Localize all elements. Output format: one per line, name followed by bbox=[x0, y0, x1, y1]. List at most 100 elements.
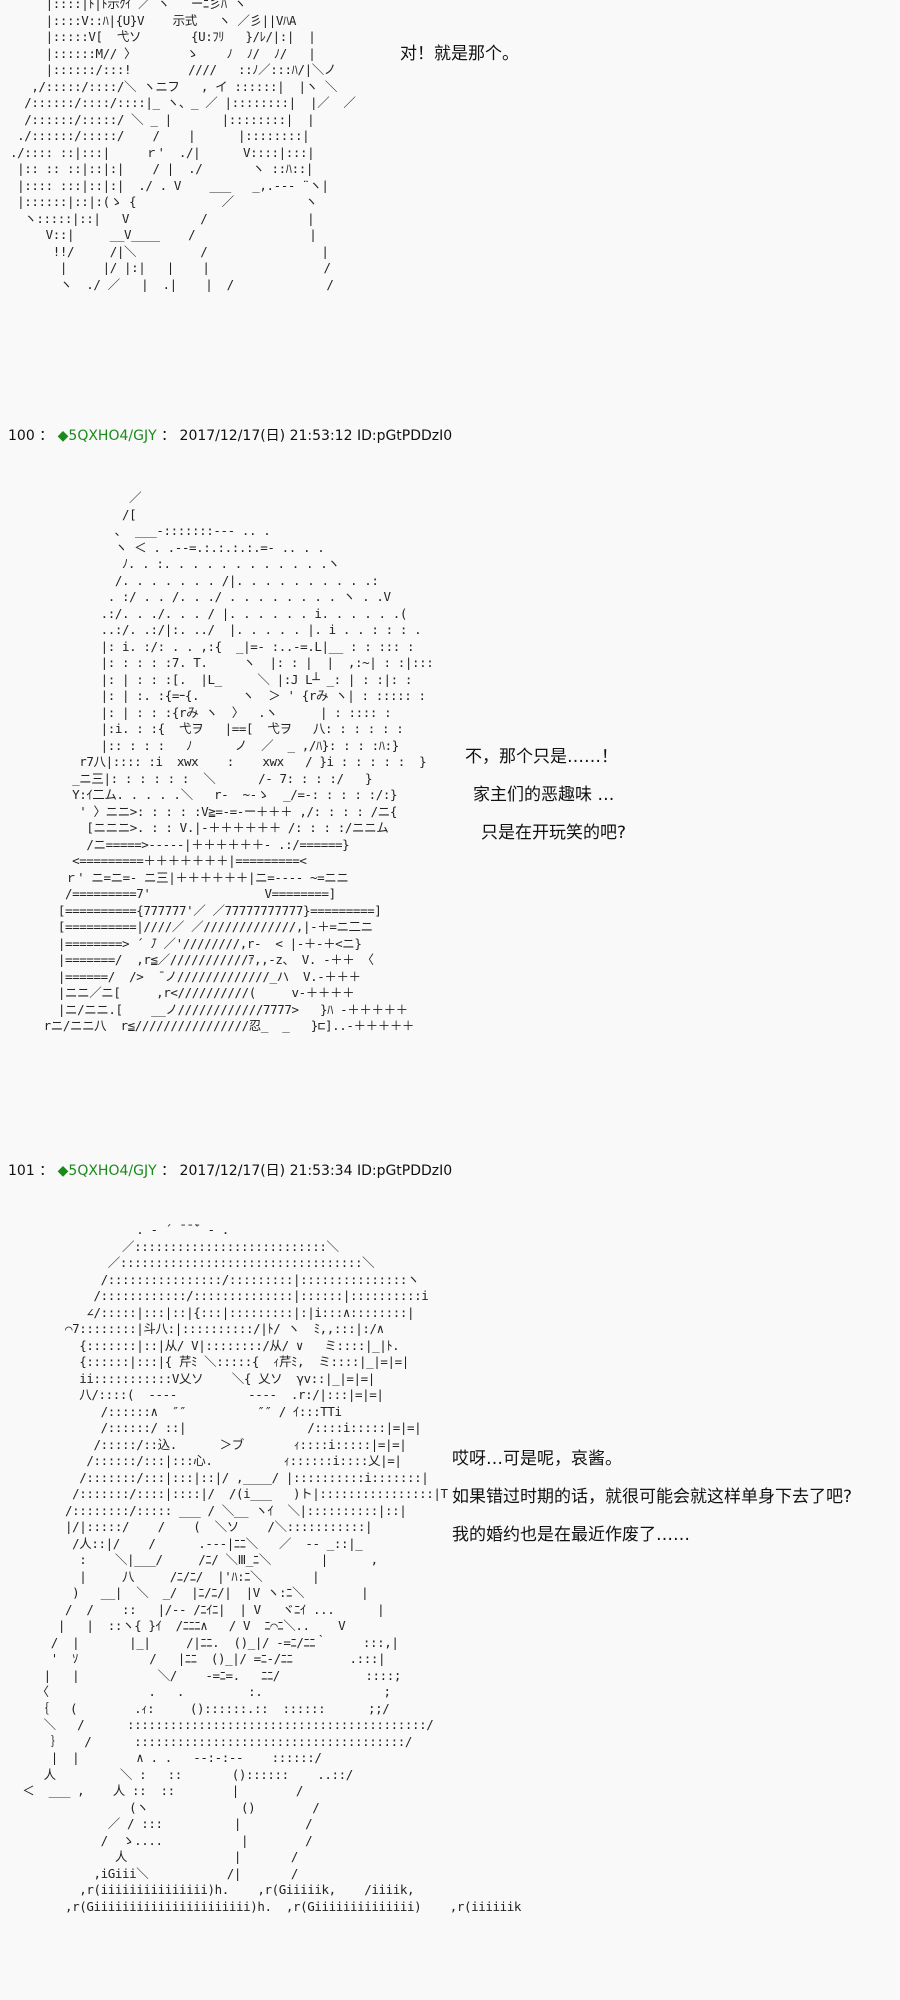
ascii-art-line: |========> ´ ̄ﾉ ／'////////,r‐ < |‐＋‐＋<ニ} bbox=[8, 935, 362, 951]
ascii-art-line: _ニ三|: : : : : : ＼ /‐ 7: : : :/ } bbox=[8, 770, 373, 786]
ascii-art-line: Y:ｲ二ム. . . . .＼ r‐ ~-ゝ _/=‐: : : : :/:} bbox=[8, 787, 398, 802]
ascii-art-line: ｝ / ::::::::::::::::::::::::::::::::::::… bbox=[8, 1733, 413, 1749]
post-header: 101 ： ◆5QXHO4/GJY ： 2017/12/17(日) 21:53:… bbox=[8, 1160, 452, 1180]
ascii-art-line: . :/ . . /. . ./ . . . . . . . . ヽ . .V bbox=[8, 589, 391, 604]
ascii-art-line: |: | :. :{=ｰ{. ヽ ＞ ' {rみ ヽ| : ::::: : bbox=[8, 688, 426, 703]
ascii-art-line: |: i. :/: . . ,:{ _|=‐ :..‐=.L|__ : : ::… bbox=[8, 638, 415, 654]
ascii-art-line: /. . . . . . . /|. . . . . . . . . .: bbox=[8, 572, 379, 588]
ascii-art-line: V::| __V____ / | bbox=[10, 227, 317, 242]
ascii-art-line: ,r(Giiiiiiiiiiiiiiiiiiiiii)h. ,r(Giiiiii… bbox=[8, 1898, 522, 1914]
ascii-art-line: /::::::∧ ″″ ″″ / ｲ:::TTi bbox=[8, 1403, 342, 1419]
ascii-art-line: 人 | / bbox=[8, 1849, 299, 1864]
ascii-art-line: rニ/ニニ八 r≦////////////////忍_ _ }⊏]..‐＋＋＋＋… bbox=[8, 1018, 415, 1033]
ascii-art-line: |::::::M// 〉 ゝ ﾉ ﾉ/ ﾉ/ | bbox=[10, 45, 316, 61]
dialogue-line: 只是在开玩笑的吧? bbox=[481, 823, 627, 843]
post-id: ID:pGtPDDzI0 bbox=[356, 428, 453, 444]
ascii-art-line: |=======/ ,r≦／///////////ｱ,,‐z、 V. ‐＋＋ 〈 bbox=[8, 952, 374, 967]
ascii-art-line: ./::::::/:::::/ / | |::::::::| bbox=[10, 128, 310, 143]
ascii-art-line: /::::::::::::/::::::::::::::|::::::|::::… bbox=[8, 1288, 429, 1303]
ascii-art-line: ,iGiii＼ /| / bbox=[8, 1865, 299, 1881]
ascii-art-line: ヽ:::::|::| V / | bbox=[10, 210, 315, 226]
ascii-art-line: |:i. : :{ 弋ヲ |==[ 弋ヲ 八: : : : : : bbox=[8, 721, 404, 736]
ascii-art-line: ／ / ::: | / bbox=[8, 1816, 313, 1831]
ascii-art-line: /::::::/:::|:::心. ｨ::::::i::::乂|=| bbox=[8, 1453, 402, 1468]
separator: ： bbox=[161, 428, 176, 444]
ascii-art-line: /:::::::/:::|:::|::|/ ,____/ |::::::::::… bbox=[8, 1469, 429, 1485]
ascii-art-line: [==========|////／ ／/////////////,|‐＋=ニ二ニ bbox=[8, 919, 373, 934]
ascii-art-line: |/|:::::/ / ( ＼ソ /＼:::::::::::| bbox=[8, 1519, 373, 1534]
ascii-art-line: [=========={777777'／ ／77777777777}======… bbox=[8, 902, 382, 918]
ascii-art-line: /::::::/:::::/ ＼ _ | |::::::::| | bbox=[10, 111, 315, 127]
ascii-art-line: /::::::::::::::::/:::::::::|::::::::::::… bbox=[8, 1271, 420, 1287]
separator: ： bbox=[39, 428, 54, 444]
post-date: 2017/12/17(日) 21:53:12 bbox=[179, 428, 353, 444]
dialogue: 对！就是那个。 bbox=[400, 35, 519, 73]
ascii-art-line: |::::V::ﾊ|{U}V 示式 ヽ ／彡||VﾊA bbox=[10, 12, 297, 28]
post-header: 100 ： ◆5QXHO4/GJY ： 2017/12/17(日) 21:53:… bbox=[8, 425, 452, 445]
dialogue-line: 家主们的恶趣味 … bbox=[473, 785, 615, 805]
ascii-art-line: ／ bbox=[8, 490, 142, 505]
ascii-art-line: |======/ /> ̄ ノ/////////////_ハ V.‐＋＋＋ bbox=[8, 968, 361, 984]
ascii-art-line: | | ::ヽ{ }ｲ /ﾆﾆﾆ∧ / V ﾆ⌒ﾆ＼.. V bbox=[8, 1618, 346, 1633]
separator: ： bbox=[39, 1163, 54, 1179]
separator: ： bbox=[161, 1163, 176, 1179]
ascii-art-line: ..:/. .:/|:. ../ |. . . . . |. i . . : :… bbox=[8, 622, 422, 637]
ascii-art-line: /:::::::/::::|::::|/ /(i___ )ト|:::::::::… bbox=[8, 1486, 448, 1501]
ascii-art-line: | 八 /ﾆ/ﾆ/ |'ﾊ:ﾆ＼ | bbox=[8, 1568, 320, 1584]
dialogue-line: 我的婚约也是在最近作废了…… bbox=[452, 1525, 690, 1545]
ascii-art-line: (ヽ () / bbox=[8, 1799, 320, 1815]
ascii-art-line: ii:::::::::::V乂ソ ＼{ 乂ソ γv::|_|=|=| bbox=[8, 1370, 375, 1386]
dialogue-line: 哎呀…可是呢，哀酱。 bbox=[452, 1449, 622, 1469]
ascii-art-line: ⌒7::::::::|斗八:|::::::::::/|ﾄ/ ヽ ﾐ,,:::|:… bbox=[8, 1321, 384, 1336]
dialogue: 不，那个只是……！家主们的恶趣味 …只是在开玩笑的吧? bbox=[465, 738, 626, 852]
ascii-art-line: / ゝ.... | / bbox=[8, 1832, 313, 1848]
ascii-art-line: ' ｿ / |ﾆﾆ ()_|/ =ﾆ‐/ﾆﾆ .:::| bbox=[8, 1651, 386, 1666]
ascii-art-line: ) __| ＼ _/ |ﾆ/ﾆ/| |V ヽ:ﾆ＼ | bbox=[8, 1585, 369, 1600]
ascii-art-line: /人::|/ / .‐‐‐|ﾆﾆ＼ ／ ‐‐ _::|_ bbox=[8, 1535, 363, 1551]
poster-trip: ◆5QXHO4/GJY bbox=[57, 428, 157, 444]
ascii-art-line: . ‐ ´ ̄ ̄ ̄` ‐ . bbox=[8, 1222, 229, 1237]
ascii-art-line: ' 〉ニニ>: : : : :V≧=‐=‐ー＋＋＋ ,/: : : : /ニ{ bbox=[8, 803, 397, 819]
dialogue-line: 对！就是那个。 bbox=[400, 44, 519, 64]
poster-trip: ◆5QXHO4/GJY bbox=[57, 1163, 157, 1179]
ascii-art-line: !!/ /|＼ / | bbox=[10, 243, 329, 259]
ascii-art-line: ﾉ. . :. . . . . . . . . . . .ヽ bbox=[8, 556, 340, 571]
ascii-art-line: ｛ ( .ｨ: ()::::::.:: :::::: ;;/ bbox=[8, 1700, 390, 1716]
ascii-art-line: ／:::::::::::::::::::::::::::＼ bbox=[8, 1238, 339, 1254]
ascii-art-line: /ニ=====>‐‐‐‐‐|＋＋＋＋＋＋‐ .:/======} bbox=[8, 836, 350, 852]
ascii-art-line: {::::::|:::|{ 芹ﾐ ＼:::::{ ｨ芹ﾐ, ミ::::|_|=|… bbox=[8, 1354, 409, 1369]
post-number: 100 bbox=[8, 428, 35, 444]
ascii-art-line: : ＼|___/ /ﾆ/ ＼Ⅲ_ﾆ＼ | , bbox=[8, 1552, 378, 1567]
ascii-art-line: ｒ' ニ=ニ=‐ ニ三|＋＋＋＋＋＋|ニ=‐‐‐‐ ~=ニニ bbox=[8, 869, 349, 885]
ascii-art-line: |::::::|::|:(ゝ { ／ ヽ bbox=[10, 194, 318, 209]
ascii-art-line: | | ∧ . . ‐‐:‐:‐‐ ::::::/ bbox=[8, 1750, 329, 1765]
ascii-art-line: /::::::/ ::| /::::i:::::|=|=| bbox=[8, 1420, 422, 1435]
post-id: ID:pGtPDDzI0 bbox=[356, 1163, 453, 1179]
ascii-art-line: .:/. . ./. . . / |. . . . . . i. . . . .… bbox=[8, 605, 408, 621]
ascii-art-line: ＼ / ::::::::::::::::::::::::::::::::::::… bbox=[8, 1717, 434, 1732]
ascii-art-line: | | ＼/ ‐=ﾆ=. ﾆﾆ/ ::::; bbox=[8, 1667, 402, 1683]
ascii-art-line: |:::::V[ 弋ソ {U:ﾌﾘ }/ﾚ/|:| | bbox=[10, 29, 316, 44]
ascii-art-line: ,r(iiiiiiiiiiiiiii)h. ,r(Giiiiik, /iiiik… bbox=[8, 1882, 415, 1897]
ascii-art-line: | |/ |:| | | / bbox=[10, 260, 331, 275]
ascii-art: |::::|ﾄ|ﾄ示ｸｲ ／ ヽ ーﾆ彡ﾊ ヽ |::::V::ﾊ|{U}V 示… bbox=[10, 0, 356, 293]
ascii-art-line: |:: : : : ﾉ ノ ／ _ ,/ﾊ}: : : :ﾊ:} bbox=[8, 737, 400, 753]
ascii-art-line: ∠/:::::|:::|::|{:::|:::::::::|:|i:::∧:::… bbox=[8, 1304, 415, 1320]
ascii-art-line: ＜ ___ , 人 :: :: | / bbox=[8, 1783, 303, 1798]
ascii-art-line: |:: :: ::|::|:| / | ./ ヽ ::ﾊ::| bbox=[10, 161, 313, 176]
post-date: 2017/12/17(日) 21:53:34 bbox=[179, 1163, 353, 1179]
ascii-art-line: |: | : : :[. |L_ ＼ |:J L┴ _: | : :|: : bbox=[8, 671, 413, 687]
ascii-art-line: <=========＋＋＋＋＋＋＋|=========< bbox=[8, 853, 307, 868]
ascii-art-line: / | |_| /|ﾆﾆ. ()_|/ ‐=ﾆ/ﾆﾆ｀ :::,| bbox=[8, 1634, 399, 1650]
ascii-art-line: / / :: |/‐‐ /ﾆｲﾆ| | V ヾﾆｲ ... | bbox=[8, 1601, 385, 1617]
ascii-art-line: 人 ＼ : :: ():::::: ..::/ bbox=[8, 1766, 354, 1782]
ascii-art-line: 〈 . . :. ; bbox=[8, 1684, 392, 1699]
ascii-art-line: |ニニ／ニ[ ,r<//////////( v‐＋＋＋＋ bbox=[8, 985, 355, 1000]
ascii-art-line: ,/:::::/::::/＼ ヽニフ , イ ::::::| |ヽ ＼ bbox=[10, 78, 337, 94]
ascii-art-line: 八/::::( ‐‐‐‐ ‐‐‐‐ .r:/|:::|=|=| bbox=[8, 1387, 384, 1402]
ascii-art-line: {:::::::|::|从/ V|::::::::/从/ ∨ ミ::::|_|ﾄ… bbox=[8, 1337, 400, 1353]
ascii-art: ／ /[ ､ ___‐:::::::‐-- .. . ヽ ＜ . .--=.:.… bbox=[8, 490, 434, 1035]
ascii-art-line: ヽ ＜ . .--=.:.:.:.:.=- .. . . bbox=[8, 539, 325, 555]
ascii-art-line: /::::::::/::::: ___ / ＼__ ヽｲ ＼|:::::::::… bbox=[8, 1502, 407, 1518]
ascii-art-line: |::::::/:::! //// ::ﾉ／:::ﾊ/|＼ノ bbox=[10, 62, 337, 77]
